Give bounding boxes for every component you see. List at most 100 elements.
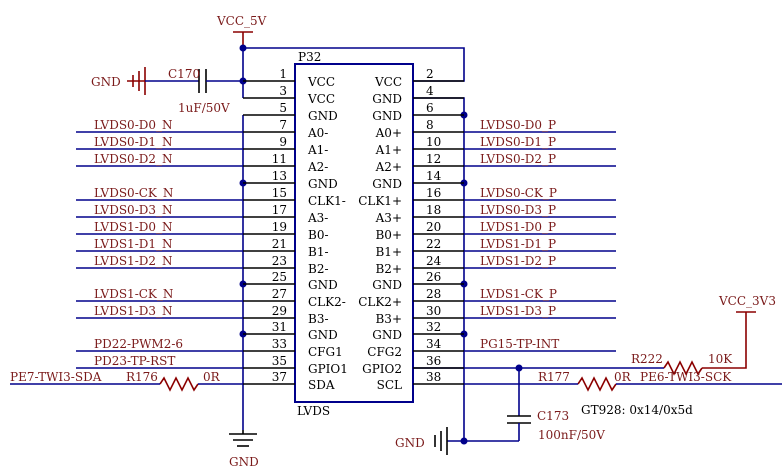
r177-value: 0R bbox=[614, 370, 632, 384]
pin-number: 32 bbox=[426, 320, 441, 334]
net-label: LVDS1-D0_N bbox=[94, 220, 173, 234]
pin-number: 16 bbox=[426, 186, 441, 200]
pin-number: 4 bbox=[426, 84, 434, 98]
pin-name: GND bbox=[308, 109, 338, 123]
r222-ref: R222 bbox=[631, 352, 663, 366]
r176-value: 0R bbox=[203, 370, 221, 384]
pin-name: B3+ bbox=[375, 312, 402, 326]
pin-name: SCL bbox=[377, 378, 402, 392]
junction bbox=[239, 44, 247, 52]
pin-number: 17 bbox=[272, 203, 287, 217]
pin-number: 18 bbox=[426, 203, 441, 217]
connector-body bbox=[294, 63, 414, 403]
pin-number: 8 bbox=[426, 118, 434, 132]
pin-name: A0- bbox=[307, 126, 328, 140]
net-label: LVDS0-D1_N bbox=[94, 135, 173, 149]
pin-number: 19 bbox=[272, 220, 287, 234]
pin-number: 34 bbox=[426, 337, 442, 351]
c170-value: 1uF/50V bbox=[178, 101, 230, 115]
pin-name: GPIO2 bbox=[362, 362, 402, 376]
pin-name: VCC bbox=[307, 92, 335, 106]
pin-name: A3- bbox=[307, 211, 328, 225]
net-label: LVDS1-D3_N bbox=[94, 304, 173, 318]
net-label: LVDS1-CK_P bbox=[480, 287, 557, 301]
r222-value: 10K bbox=[708, 352, 733, 366]
pin-name: A3+ bbox=[375, 211, 402, 225]
net-label: PE7-TWI3-SDA bbox=[10, 370, 102, 384]
pin-name: A1+ bbox=[375, 143, 402, 157]
pin-number: 11 bbox=[272, 152, 287, 166]
net-label: LVDS0-D2_N bbox=[94, 152, 173, 166]
pin-name: SDA bbox=[308, 378, 335, 392]
pin-name: A1- bbox=[307, 143, 328, 157]
pin-name: B2- bbox=[308, 262, 329, 276]
r177-resistor bbox=[577, 376, 617, 392]
pin-name: GPIO1 bbox=[308, 362, 348, 376]
pin-number: 1 bbox=[279, 67, 287, 81]
pin-name: CLK2+ bbox=[358, 295, 402, 309]
net-label: LVDS0-D3_P bbox=[480, 203, 556, 217]
pin-number: 22 bbox=[426, 237, 441, 251]
pin-number: 15 bbox=[272, 186, 287, 200]
net-label: LVDS0-CK_N bbox=[94, 186, 173, 200]
net-label: LVDS1-D1_P bbox=[480, 237, 556, 251]
pin-number: 6 bbox=[426, 101, 434, 115]
r177-ref: R177 bbox=[538, 370, 570, 384]
net-label: LVDS0-CK_P bbox=[480, 186, 557, 200]
pin-name: B2+ bbox=[375, 262, 402, 276]
pin-name: GND bbox=[372, 328, 402, 342]
pin-name: CFG1 bbox=[308, 345, 343, 359]
net-label: LVDS1-D1_N bbox=[94, 237, 173, 251]
c173-ref: C173 bbox=[537, 409, 569, 423]
pin-name: CLK2- bbox=[308, 295, 346, 309]
c170-ref: C170 bbox=[168, 67, 200, 81]
pin-number: 37 bbox=[272, 370, 287, 384]
gnd-left-label: GND bbox=[91, 75, 121, 89]
pin-number: 27 bbox=[272, 287, 287, 301]
pin-number: 12 bbox=[426, 152, 441, 166]
pin-number: 31 bbox=[272, 320, 287, 334]
pin-number: 7 bbox=[279, 118, 287, 132]
pin-number: 20 bbox=[426, 220, 441, 234]
pin-number: 14 bbox=[426, 169, 442, 183]
net-label: PD23-TP-RST bbox=[94, 354, 175, 368]
pin-name: VCC bbox=[374, 75, 402, 89]
pin-name: CLK1+ bbox=[358, 194, 402, 208]
pin-name: CLK1- bbox=[308, 194, 346, 208]
c173-value: 100nF/50V bbox=[538, 428, 605, 442]
net-label: LVDS0-D2_P bbox=[480, 152, 556, 166]
vcc33-wire bbox=[702, 312, 747, 369]
pin-number: 33 bbox=[272, 337, 287, 351]
net-label: LVDS1-CK_N bbox=[94, 287, 173, 301]
pin-number: 21 bbox=[272, 237, 287, 251]
net-label: LVDS1-D2_P bbox=[480, 254, 556, 268]
pin-name: A2+ bbox=[375, 160, 402, 174]
pin-number: 35 bbox=[272, 354, 287, 368]
r222-resistor bbox=[663, 360, 703, 376]
pin-number: 28 bbox=[426, 287, 441, 301]
net-label: PD22-PWM2-6 bbox=[94, 337, 183, 351]
pin-name: GND bbox=[372, 278, 402, 292]
pin-number: 36 bbox=[426, 354, 441, 368]
r176-resistor bbox=[159, 376, 199, 392]
pin-name: B0+ bbox=[375, 228, 402, 242]
net-label: LVDS0-D3_N bbox=[94, 203, 173, 217]
net-label: LVDS0-D0_N bbox=[94, 118, 173, 132]
pin-name: B1- bbox=[308, 245, 329, 259]
pin-number: 2 bbox=[426, 67, 434, 81]
r176-ref: R176 bbox=[126, 370, 158, 384]
pin-number: 10 bbox=[426, 135, 441, 149]
pin-number: 38 bbox=[426, 370, 441, 384]
pin-number: 5 bbox=[279, 101, 287, 115]
gnd-right-label: GND bbox=[395, 436, 425, 450]
part-name: LVDS bbox=[297, 404, 330, 418]
pin-number: 25 bbox=[272, 270, 287, 284]
net-label: LVDS1-D0_P bbox=[480, 220, 556, 234]
net-label: PE6-TWI3-SCK bbox=[640, 370, 732, 384]
net-label: LVDS0-D0_P bbox=[480, 118, 556, 132]
pin-name: GND bbox=[372, 109, 402, 123]
pin-name: CFG2 bbox=[367, 345, 402, 359]
pin-name: GND bbox=[308, 328, 338, 342]
